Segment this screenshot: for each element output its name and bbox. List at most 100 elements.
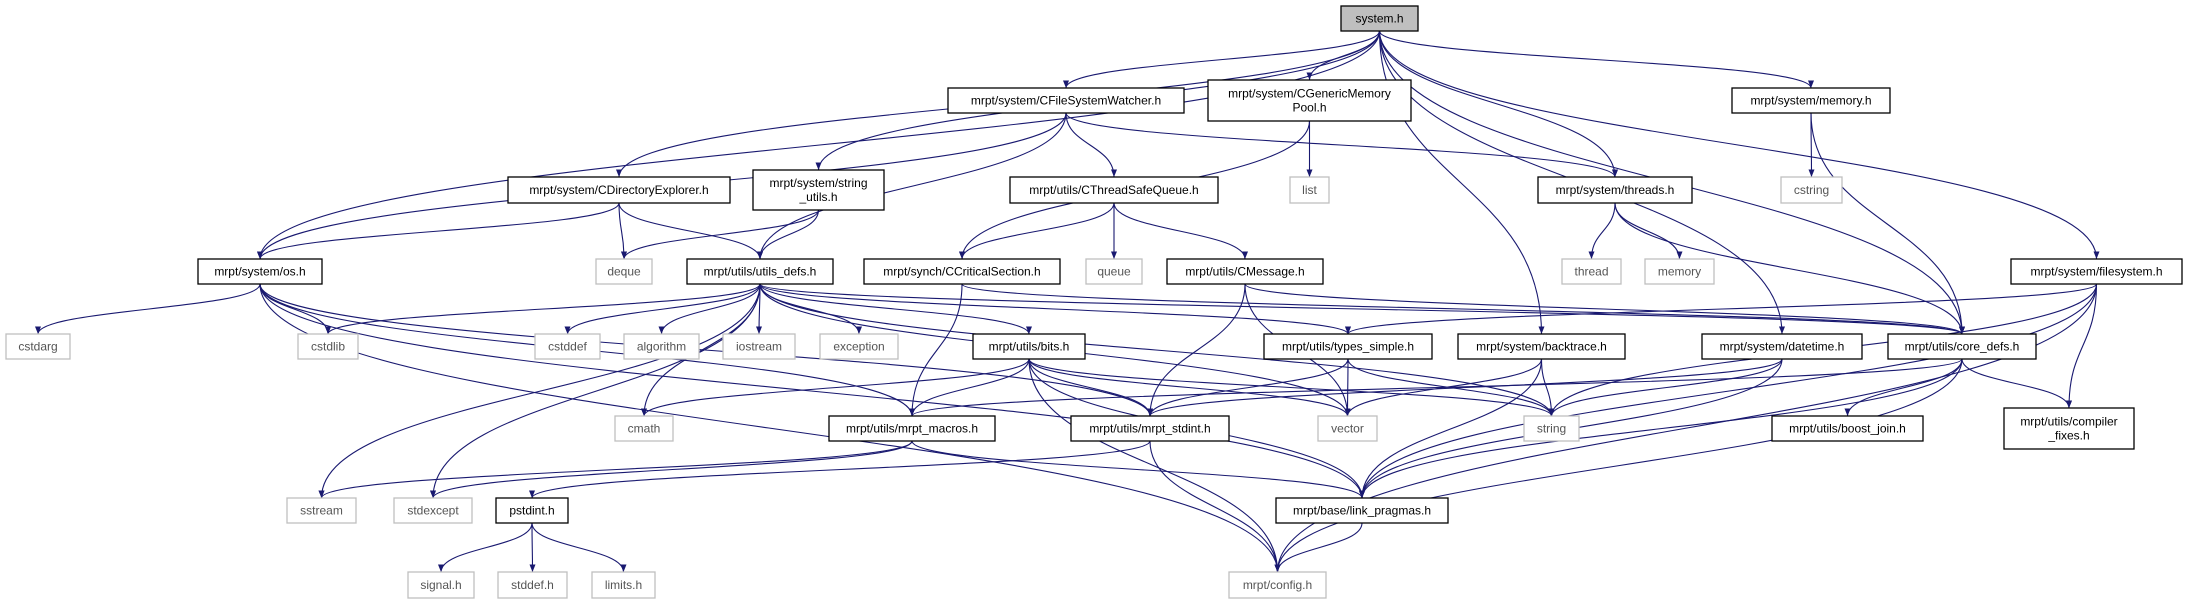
edge-coredefs-to-macros	[909, 358, 1963, 417]
node-label: cstring	[1794, 183, 1829, 197]
edge-pstdint-to-stddef	[529, 522, 536, 573]
node-box	[407, 571, 475, 599]
edge-threads-to-memory	[1614, 202, 1683, 260]
node-macros[interactable]: mrpt/utils/mrpt_macros.h	[828, 415, 996, 442]
node-linkpragmas[interactable]: mrpt/base/link_pragmas.h	[1275, 497, 1449, 524]
edge-pstdint-to-signal	[437, 522, 533, 573]
edge-cdir-to-utilsdefs	[618, 202, 764, 260]
node-box	[972, 333, 1086, 360]
node-utilsdefs[interactable]: mrpt/utils/utils_defs.h	[686, 258, 834, 285]
node-limits: limits.h	[591, 571, 656, 599]
node-ctsq[interactable]: mrpt/utils/CThreadSafeQueue.h	[1009, 176, 1219, 204]
node-label: mrpt/utils/mrpt_macros.h	[846, 422, 978, 436]
node-label: _fixes.h	[2047, 429, 2089, 443]
edge-utilsdefs-to-algorithm	[658, 283, 761, 335]
node-box	[197, 258, 323, 285]
node-os[interactable]: mrpt/system/os.h	[197, 258, 323, 285]
node-memory_h[interactable]: mrpt/system/memory.h	[1731, 87, 1891, 114]
node-box	[2010, 258, 2183, 285]
edge-ctsq-to-cmessage	[1113, 202, 1249, 260]
edge-system-to-memory_h	[1378, 30, 1814, 89]
edge-bits-to-stdint	[1028, 358, 1154, 417]
edge-system-to-os	[256, 30, 1381, 260]
node-threads[interactable]: mrpt/system/threads.h	[1537, 176, 1693, 204]
node-box	[1085, 258, 1143, 285]
node-cdir[interactable]: mrpt/system/CDirectoryExplorer.h	[507, 176, 731, 204]
edge-memory_h-to-coredefs	[1810, 112, 1966, 335]
node-label: vector	[1331, 422, 1364, 436]
node-backtrace[interactable]: mrpt/system/backtrace.h	[1457, 333, 1626, 360]
node-label: mrpt/system/filesystem.h	[2030, 265, 2162, 279]
edge-datetime-to-string	[1548, 358, 1783, 417]
edge-cdir-to-os	[257, 202, 620, 260]
node-datetime[interactable]: mrpt/system/datetime.h	[1701, 333, 1863, 360]
node-box	[1771, 415, 1924, 442]
node-queue: queue	[1085, 258, 1143, 285]
edge-pstdint-to-limits	[531, 522, 627, 573]
node-label: mrpt/config.h	[1243, 578, 1312, 592]
node-pstdint[interactable]: pstdint.h	[495, 497, 569, 524]
node-boostjoin[interactable]: mrpt/utils/boost_join.h	[1771, 415, 1924, 442]
node-bits[interactable]: mrpt/utils/bits.h	[972, 333, 1086, 360]
node-cfsw[interactable]: mrpt/system/CFileSystemWatcher.h	[947, 87, 1185, 114]
node-label: list	[1302, 183, 1317, 197]
node-box	[828, 415, 996, 442]
node-box	[722, 333, 796, 360]
node-coredefs[interactable]: mrpt/utils/core_defs.h	[1887, 333, 2037, 360]
node-box	[286, 497, 357, 524]
node-iostream: iostream	[722, 333, 796, 360]
node-stdint[interactable]: mrpt/utils/mrpt_stdint.h	[1070, 415, 1230, 442]
node-box	[591, 571, 656, 599]
node-label: mrpt/utils/CMessage.h	[1185, 265, 1304, 279]
node-box	[5, 333, 71, 360]
node-cmessage[interactable]: mrpt/utils/CMessage.h	[1166, 258, 1324, 285]
edge-threads-to-coredefs	[1614, 202, 1966, 335]
node-compfix[interactable]: mrpt/utils/compiler_fixes.h	[2003, 407, 2135, 450]
node-memory: memory	[1644, 258, 1715, 285]
node-label: mrpt/system/backtrace.h	[1476, 340, 1607, 354]
edge-utilsdefs-to-bits	[759, 283, 1032, 335]
node-box	[1009, 176, 1219, 204]
edge-utilsdefs-to-string	[759, 283, 1555, 417]
node-box	[1457, 333, 1626, 360]
node-label: stdexcept	[407, 504, 459, 518]
edge-backtrace-to-linkpragmas	[1358, 358, 1543, 499]
node-strutils[interactable]: mrpt/system/string_utils.h	[752, 169, 885, 211]
node-label: mrpt/synch/CCriticalSection.h	[883, 265, 1040, 279]
edge-strutils-to-deque	[620, 209, 820, 260]
edge-cmessage-to-coredefs	[1244, 283, 1965, 335]
node-box	[1289, 176, 1330, 204]
edge-utilsdefs-to-typessimple	[759, 283, 1351, 335]
edge-filesystem-to-compfix	[2065, 283, 2098, 409]
node-label: system.h	[1355, 12, 1403, 26]
edge-stdint-to-config	[1149, 440, 1281, 573]
node-box	[595, 258, 653, 285]
node-label: mrpt/system/CDirectoryExplorer.h	[529, 183, 708, 197]
edge-threads-to-thread	[1588, 202, 1616, 260]
node-cstring: cstring	[1780, 176, 1843, 204]
edge-cfsw-to-utilsdefs	[756, 112, 1067, 260]
node-filesystem[interactable]: mrpt/system/filesystem.h	[2010, 258, 2183, 285]
node-box	[1340, 5, 1419, 32]
node-label: mrpt/system/threads.h	[1556, 183, 1675, 197]
node-label: pstdint.h	[509, 504, 554, 518]
edge-stdint-to-pstdint	[529, 440, 1151, 499]
node-typessimple[interactable]: mrpt/utils/types_simple.h	[1263, 333, 1433, 360]
node-ccs[interactable]: mrpt/synch/CCriticalSection.h	[863, 258, 1061, 285]
edge-system-to-cfsw	[1063, 30, 1381, 89]
edge-ctsq-to-ccs	[958, 202, 1115, 260]
node-box	[863, 258, 1061, 285]
node-signal: signal.h	[407, 571, 475, 599]
node-system[interactable]: system.h	[1340, 5, 1419, 32]
node-box	[623, 333, 700, 360]
node-label: cmath	[628, 422, 661, 436]
node-config: mrpt/config.h	[1228, 571, 1327, 599]
node-label: mrpt/system/memory.h	[1750, 94, 1871, 108]
edge-coredefs-to-config	[1274, 358, 1963, 573]
edge-filesystem-to-config	[1274, 283, 2098, 573]
node-label: signal.h	[420, 578, 461, 592]
node-label: Pool.h	[1292, 101, 1326, 115]
node-box	[686, 258, 834, 285]
